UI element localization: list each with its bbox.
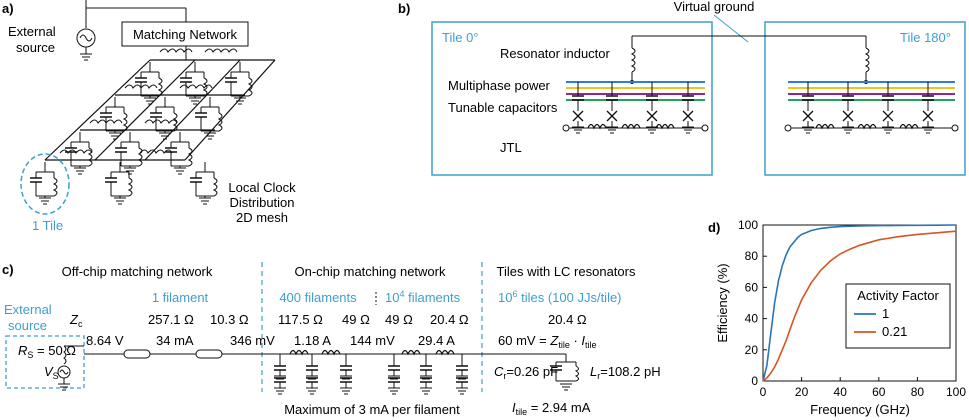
x-axis-ticks: 0 20 40 60 80 100 <box>760 377 966 399</box>
local-clock-label-1: Local Clock <box>228 180 296 195</box>
lc-resonator <box>555 354 579 382</box>
panel-b-label: b) <box>398 1 410 16</box>
x-tick-label: 20 <box>795 385 809 399</box>
matching-network-label: Matching Network <box>133 27 238 42</box>
x-tick-label: 0 <box>760 385 767 399</box>
panel-d-chart: d) 0 20 40 60 80 100 0 20 40 60 80 100 Frequency (… <box>708 218 966 417</box>
source-circuit <box>57 345 84 384</box>
z-on-2: 49 Ω <box>342 312 370 327</box>
z-off-2: 10.3 Ω <box>210 312 249 327</box>
y-tick-label: 20 <box>745 343 759 357</box>
resonator-inductor-label: Resonator inductor <box>500 46 611 61</box>
one-filament-label: 1 filament <box>152 290 209 305</box>
x-tick-label: 100 <box>946 385 966 399</box>
legend-label-1: 0.21 <box>882 324 907 339</box>
ten-four-filaments-label: 104 filaments <box>385 289 461 305</box>
multiphase-power-label: Multiphase power <box>448 78 551 93</box>
matching-network-box <box>121 21 249 47</box>
ext-source-2: source <box>8 318 47 333</box>
section-on-chip: On-chip matching network <box>294 264 446 279</box>
panel-b: b) Virtual ground Tile 0° Tile 180° Reso… <box>398 0 966 176</box>
i-29-4a: 29.4 A <box>418 333 455 348</box>
zc-label: Zc <box>69 312 83 329</box>
tunable-capacitors-label: Tunable capacitors <box>448 100 558 115</box>
y-tick-label: 80 <box>745 249 759 263</box>
transmission-line <box>84 349 566 359</box>
max-filament-note: Maximum of 3 mA per filament <box>284 402 460 417</box>
z-on-3: 49 Ω <box>385 312 413 327</box>
panel-c: c) Off-chip matching network On-chip mat… <box>2 262 661 417</box>
virtual-ground-pointer <box>713 14 749 43</box>
v-144mv: 144 mV <box>350 333 395 348</box>
itile-label: Itile = 2.94 mA <box>512 400 591 417</box>
phase-lines-tile-180 <box>788 81 955 101</box>
y-tick-label: 60 <box>745 280 759 294</box>
vs-label: VS <box>44 364 59 381</box>
external-source-label-2: source <box>16 40 55 55</box>
x-tick-label: 80 <box>911 385 925 399</box>
sixty-mv-eq: 60 mV = Ztile · Itile <box>498 333 597 350</box>
legend-label-0: 1 <box>882 306 889 321</box>
jtl-label: JTL <box>500 140 522 155</box>
ext-source-1: External <box>4 302 52 317</box>
jtl-chain-tile-0 <box>562 82 709 133</box>
v-346mv: 346 mV <box>230 333 275 348</box>
panel-a-label: a) <box>2 1 14 16</box>
jtl-chain-tile-180 <box>784 82 959 133</box>
series-curves <box>762 224 957 382</box>
section-off-chip: Off-chip matching network <box>62 264 213 279</box>
legend-items: 10.21 <box>854 306 907 339</box>
on-chip-inductors <box>289 349 455 355</box>
tile-0-box <box>431 21 713 176</box>
y-tick-label: 40 <box>745 312 759 326</box>
tile-180-box <box>764 21 966 176</box>
clock-mesh <box>44 59 276 161</box>
panel-d-label: d) <box>708 220 720 235</box>
tile-0-label: Tile 0° <box>442 30 479 45</box>
on-chip-capacitors <box>274 354 468 394</box>
tile-highlight <box>20 153 70 215</box>
y-axis-label: Efficiency (%) <box>715 263 730 342</box>
x-tick-label: 60 <box>872 385 886 399</box>
local-clock-label-3: 2D mesh <box>236 210 288 225</box>
x-axis-label: Frequency (GHz) <box>810 402 910 417</box>
y-tick-label: 100 <box>738 218 758 232</box>
tiles-count-label: 106 tiles (100 JJs/tile) <box>498 289 622 305</box>
z-on-1: 117.5 Ω <box>278 312 323 327</box>
ext-source-box <box>5 335 85 389</box>
i-34ma: 34 mA <box>156 333 194 348</box>
tile-180-label: Tile 180° <box>900 30 951 45</box>
phase-lines-tile-0 <box>566 81 705 101</box>
legend-title: Activity Factor <box>857 288 939 303</box>
v-8-64: 8.64 V <box>86 333 124 348</box>
local-clock-label-2: Distribution <box>229 195 294 210</box>
external-source-label-1: External <box>8 24 56 39</box>
z-on-4: 20.4 Ω <box>430 312 469 327</box>
section-tiles: Tiles with LC resonators <box>497 264 636 279</box>
four-hundred-filaments-label: 400 filaments <box>279 290 357 305</box>
panel-a: a) External source Matching Network <box>2 0 296 233</box>
z-tile: 20.4 Ω <box>548 312 587 327</box>
lr-label: Lr=108.2 pH <box>590 364 661 381</box>
y-tick-label: 0 <box>751 374 758 388</box>
y-axis-ticks: 0 20 40 60 80 100 <box>738 218 767 388</box>
resonator-wire <box>630 35 870 82</box>
panel-c-label: c) <box>2 262 14 277</box>
series-line-1 <box>762 230 957 382</box>
virtual-ground-label: Virtual ground <box>674 0 755 14</box>
one-tile-label: 1 Tile <box>32 218 63 233</box>
series-line-0 <box>762 224 957 382</box>
ac-source-icon <box>76 0 187 61</box>
legend-box <box>845 283 951 349</box>
z-off-1: 257.1 Ω <box>148 312 194 327</box>
x-tick-label: 40 <box>834 385 848 399</box>
cr-label: Cr=0.26 pF <box>494 364 558 381</box>
i-1-18a: 1.18 A <box>294 333 331 348</box>
